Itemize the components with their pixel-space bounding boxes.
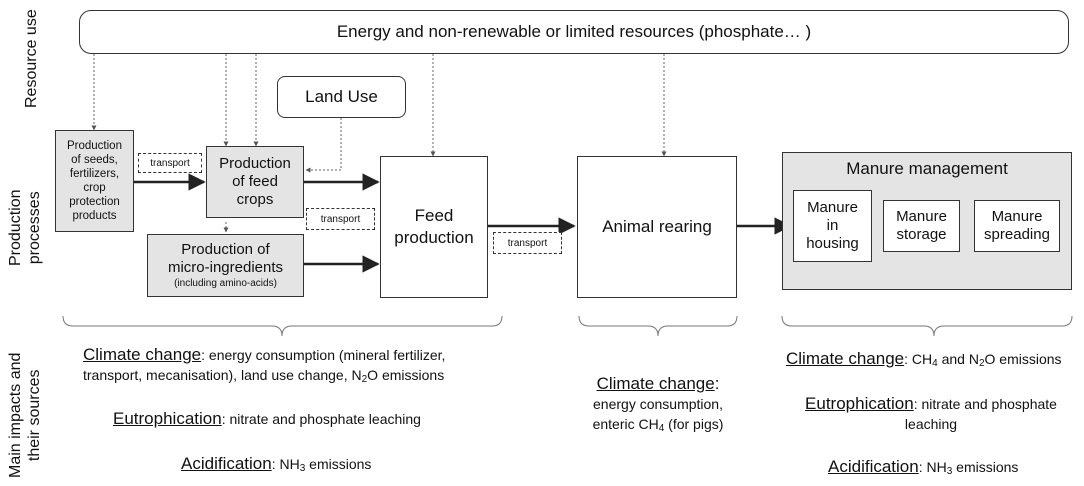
impacts-left-eutrophication: Eutrophication: nitrate and phosphate le…	[113, 409, 421, 428]
impacts-middle-climate: Climate change: energy consumption, ente…	[592, 374, 724, 434]
transport-label-crops: transport	[306, 208, 375, 230]
animal-rearing-box: Animal rearing	[577, 156, 737, 298]
impacts-left-acidification: Acidification: NH3 emissions	[181, 454, 372, 474]
resource-box: Energy and non-renewable or limited reso…	[79, 10, 1069, 54]
land-use-box: Land Use	[277, 76, 406, 118]
impacts-right-climate: Climate change: CH4 and N2O emissions	[786, 349, 1062, 369]
brace-left	[62, 315, 503, 337]
transport-label-feed: transport	[493, 232, 562, 254]
transport-label-seeds: transport	[138, 153, 202, 173]
impacts-right-acidification: Acidification: NH3 emissions	[828, 457, 1019, 477]
brace-middle	[578, 315, 738, 337]
impacts-left-climate: Climate change: energy consumption (mine…	[83, 345, 446, 385]
impacts-right-eutrophication: Eutrophication: nitrate and phosphate le…	[805, 394, 1057, 432]
manure-management-title: Manure management	[846, 159, 1008, 178]
brace-right	[781, 315, 1073, 337]
land-use-arrow	[305, 118, 342, 173]
